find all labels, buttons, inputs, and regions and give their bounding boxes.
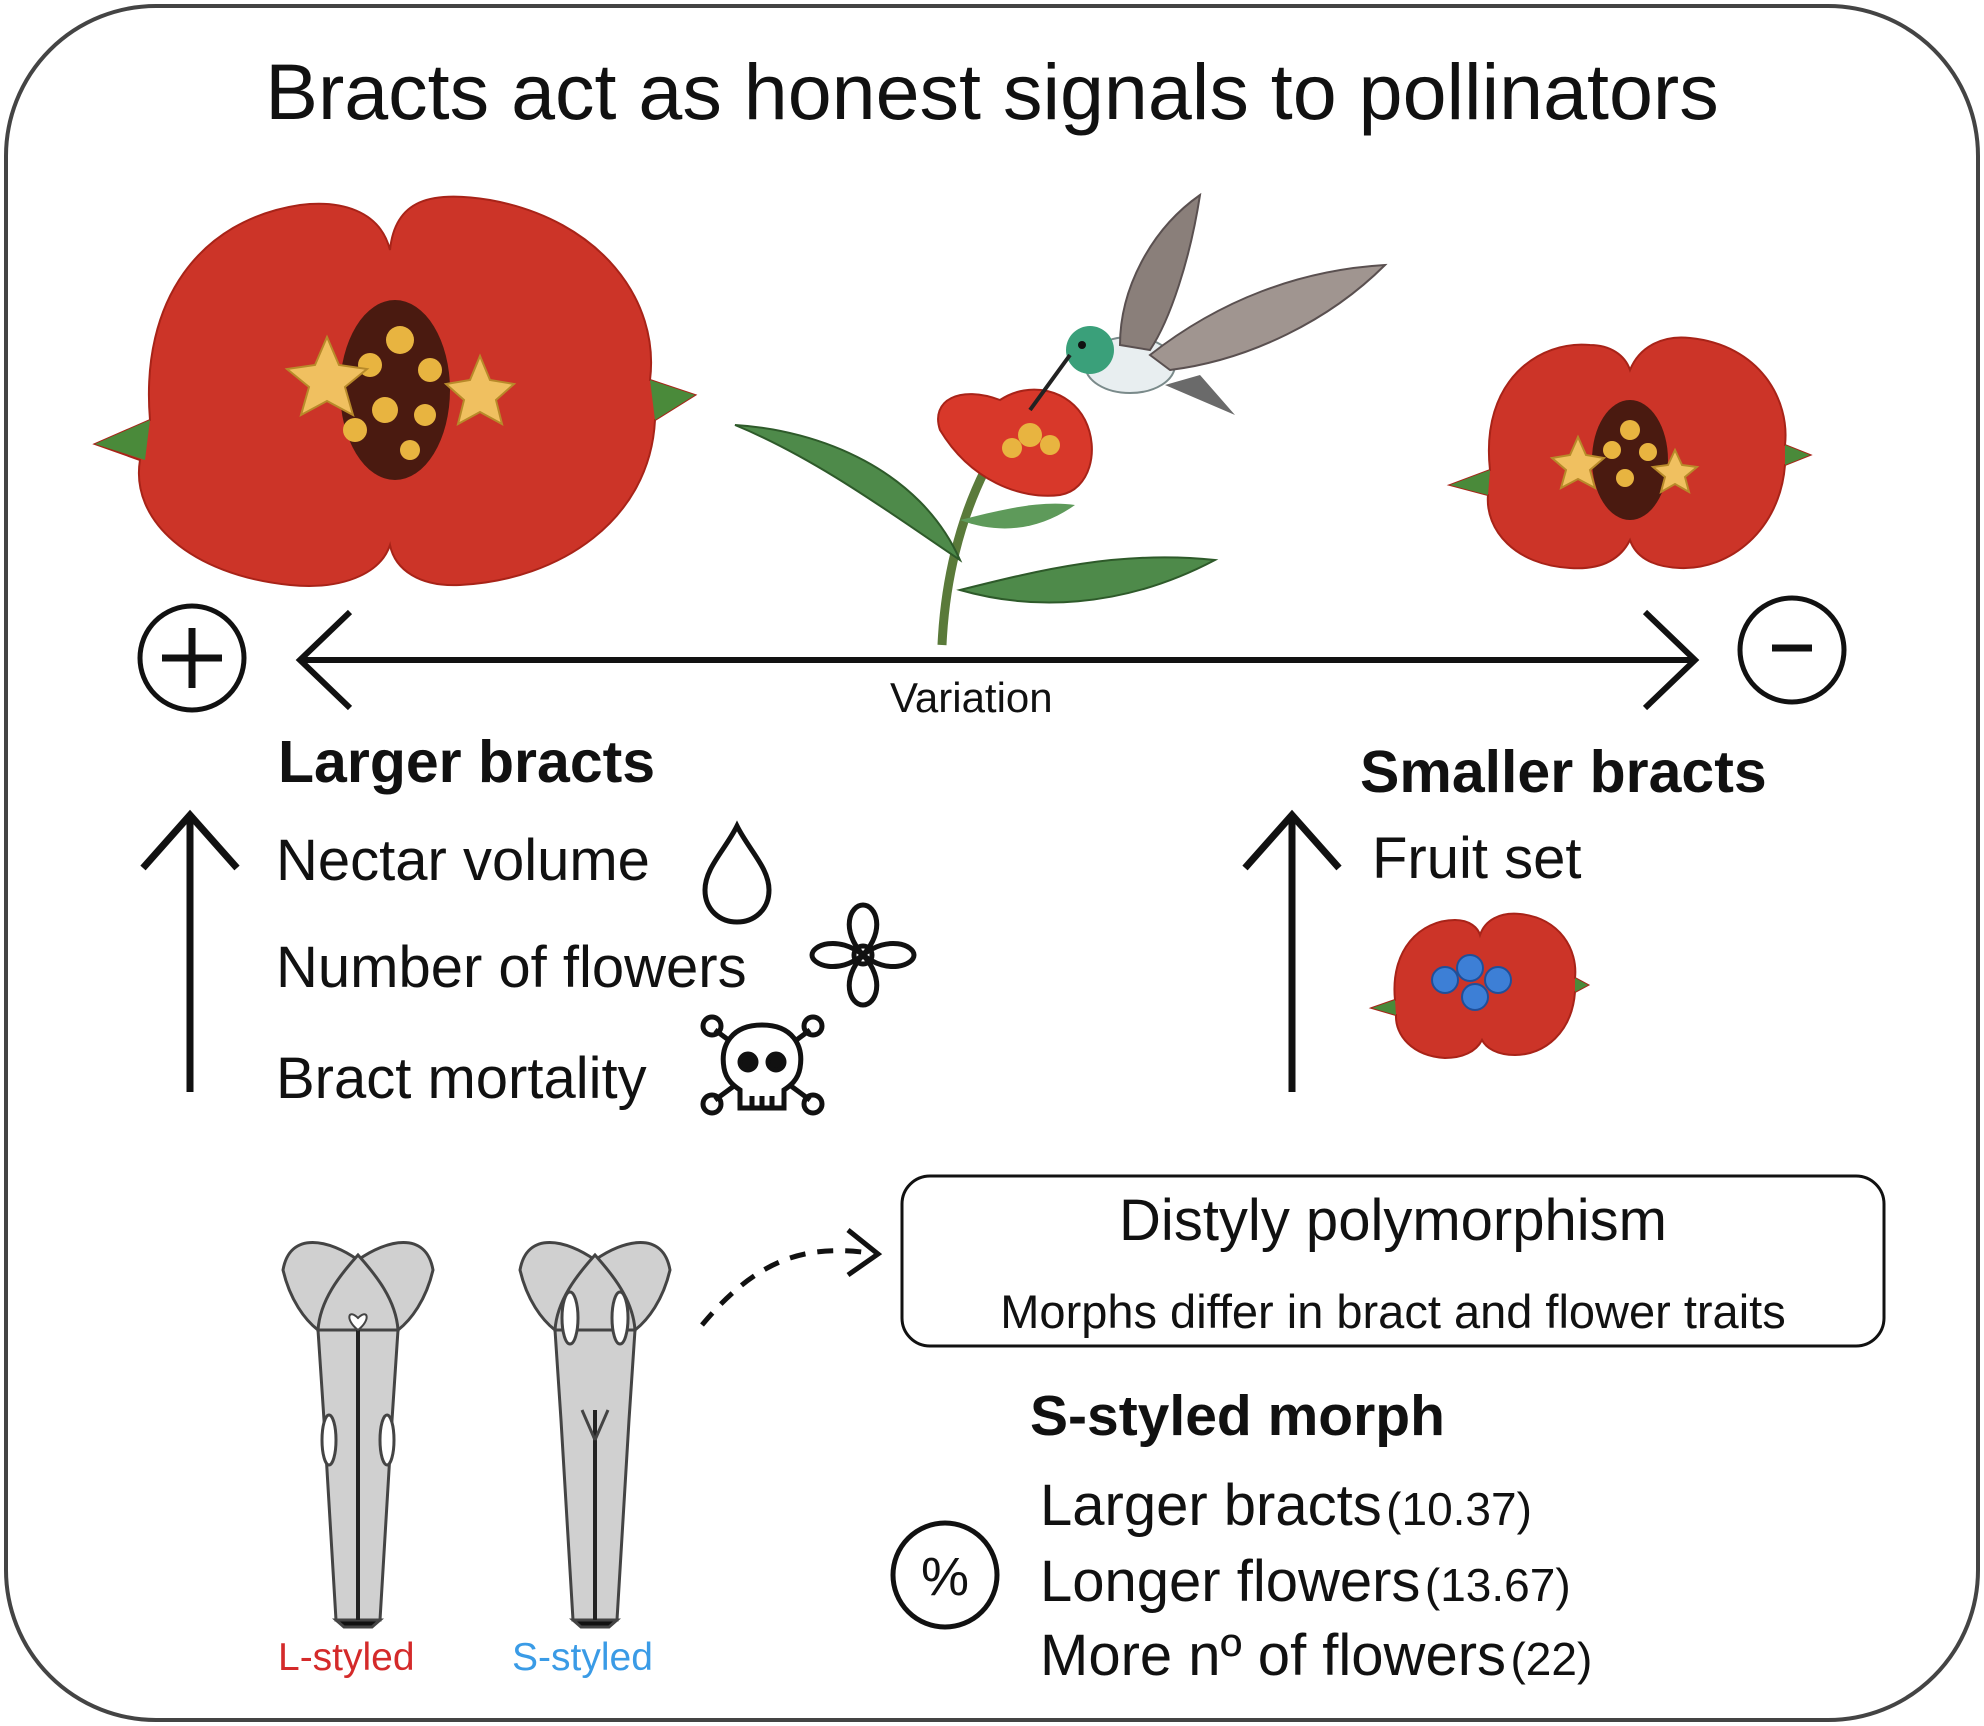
- increase-arrow-right: [1242, 809, 1342, 1092]
- l-styled-label: L-styled: [278, 1636, 415, 1679]
- variation-label: Variation: [890, 674, 1053, 721]
- smaller-bracts-heading: Smaller bracts: [1360, 739, 1767, 805]
- fruit-set-label: Fruit set: [1372, 826, 1582, 891]
- flower-outline-icon: [809, 902, 917, 1008]
- s-morph-row-3: More nº of flowers (22): [1040, 1627, 1592, 1685]
- s-morph-row-2: Longer flowers (13.67): [1040, 1553, 1571, 1611]
- increase-arrow-left: [140, 809, 240, 1092]
- distyly-title: Distyly polymorphism: [1119, 1188, 1667, 1253]
- page-title: Bracts act as honest signals to pollinat…: [265, 47, 1719, 136]
- more-flowers-label: More nº of flowers: [1040, 1623, 1507, 1688]
- bract-mortality-label: Bract mortality: [276, 1046, 647, 1111]
- plant-hummingbird-illustration: [734, 192, 1388, 646]
- longer-flowers-value: (13.67): [1424, 1559, 1571, 1611]
- nectar-volume-label: Nectar volume: [276, 828, 650, 893]
- plus-circle: [137, 603, 247, 713]
- s-styled-flower-illustration: [518, 1241, 672, 1629]
- larger-bracts-heading: Larger bracts: [278, 729, 656, 795]
- s-styled-label: S-styled: [512, 1636, 653, 1679]
- skull-crossbones-icon: [700, 1014, 825, 1116]
- small-bract-illustration: [1446, 336, 1813, 570]
- percent-circle: [890, 1520, 1000, 1630]
- fruit-bract-illustration: [1368, 912, 1591, 1060]
- s-styled-morph-heading: S-styled morph: [1030, 1384, 1445, 1448]
- more-flowers-value: (22): [1510, 1633, 1593, 1685]
- s-morph-row-1: Larger bracts (10.37): [1040, 1477, 1532, 1535]
- variation-axis: [137, 595, 1847, 713]
- l-styled-flower-illustration: [281, 1241, 435, 1629]
- droplet-icon: [702, 820, 772, 925]
- longer-flowers-label: Longer flowers: [1040, 1549, 1421, 1614]
- larger-bracts-label: Larger bracts: [1040, 1473, 1382, 1538]
- distyly-subtitle: Morphs differ in bract and flower traits: [1000, 1285, 1786, 1338]
- distyly-box: [900, 1174, 1886, 1348]
- number-of-flowers-label: Number of flowers: [276, 935, 747, 1000]
- minus-circle: [1737, 595, 1847, 705]
- larger-bracts-value: (10.37): [1386, 1483, 1532, 1535]
- percent-symbol: %: [920, 1547, 969, 1607]
- dashed-arrow: [700, 1228, 883, 1327]
- large-bract-illustration: [92, 195, 698, 587]
